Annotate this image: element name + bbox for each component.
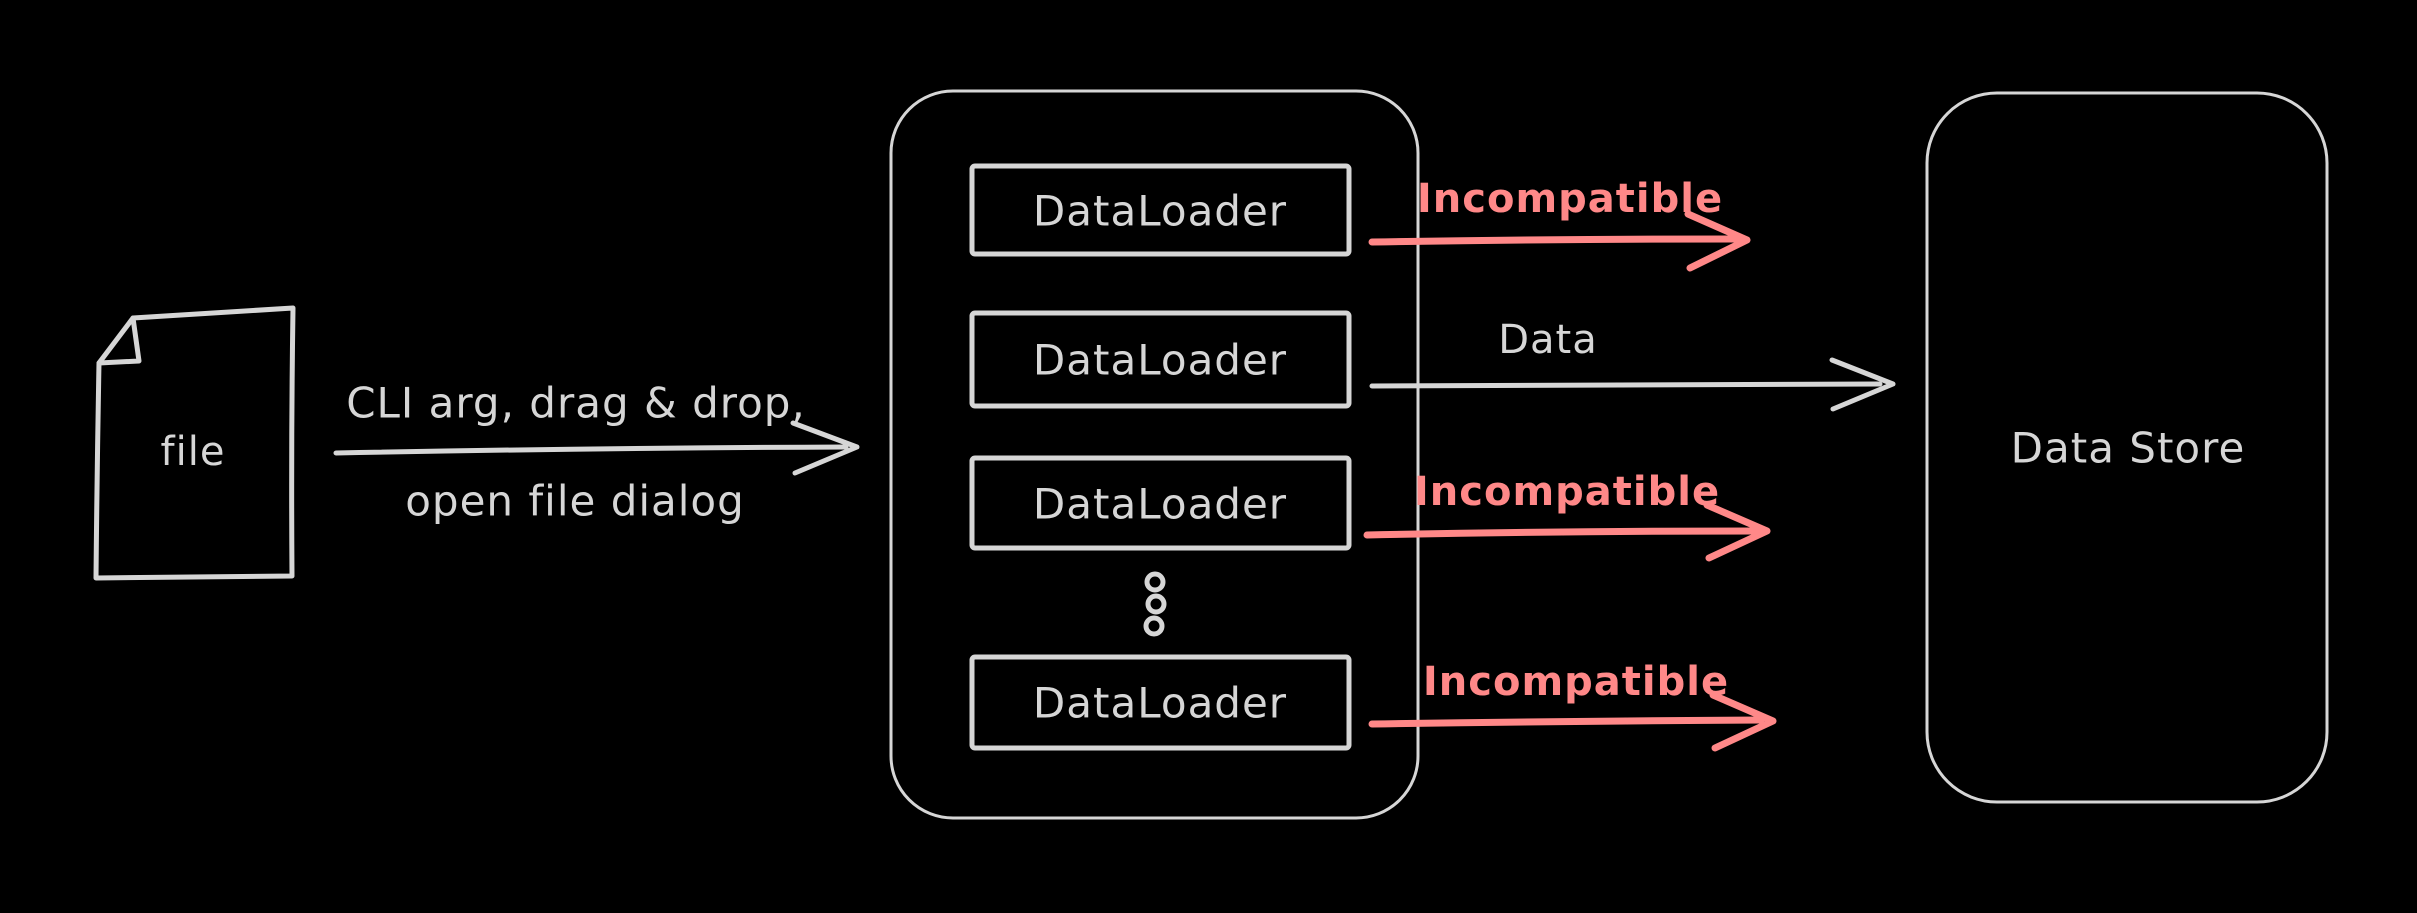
data-arrow (1369, 357, 1896, 412)
incompatible-arrow-1 (1368, 210, 1751, 272)
output-label-incompatible-3: Incompatible (1422, 659, 1730, 705)
ellipsis-dots-icon (1143, 571, 1167, 637)
document-folded-corner-icon (93, 305, 296, 581)
output-label-incompatible-2: Incompatible (1413, 469, 1721, 515)
dataloader-box-1 (969, 163, 1352, 257)
incompatible-arrow-2 (1363, 501, 1771, 562)
output-label-data: Data (1498, 317, 1598, 363)
output-label-incompatible-1: Incompatible (1416, 176, 1724, 222)
data-store-box (1925, 91, 2329, 804)
incompatible-arrow-3 (1368, 691, 1777, 752)
loader-stack-container (889, 89, 1420, 820)
file-label: file (160, 429, 226, 475)
transfer-arrow-label-line1: CLI arg, drag & drop, (346, 378, 806, 428)
dataloader-label-4: DataLoader (1032, 678, 1288, 728)
dataloader-label-1: DataLoader (1032, 186, 1288, 236)
dataloader-label-2: DataLoader (1032, 335, 1288, 385)
dataloader-box-4 (969, 654, 1352, 751)
transfer-arrow-label-line2: open file dialog (405, 476, 745, 526)
data-store-label: Data Store (2010, 423, 2246, 473)
dataloader-label-3: DataLoader (1032, 479, 1288, 529)
file-to-loaders-arrow (333, 420, 860, 476)
dataloader-box-2 (969, 310, 1352, 409)
dataloader-box-3 (969, 455, 1352, 551)
